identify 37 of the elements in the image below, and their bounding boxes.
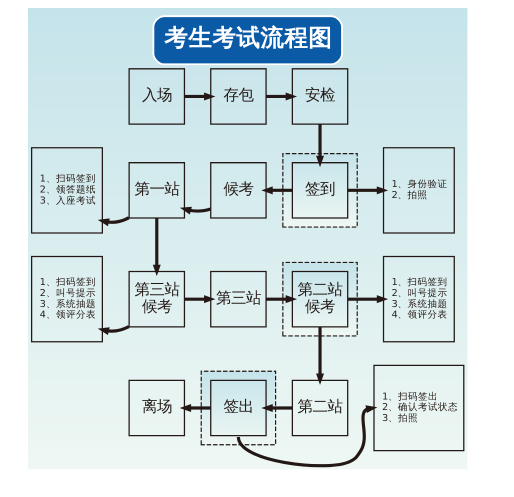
arrow [260,186,292,194]
node-box: 签出 [210,380,266,436]
arrow [236,405,377,468]
node-box: 存包 [210,68,266,125]
diagram-title: 考生考试流程图 [164,24,332,52]
arrow [184,92,215,100]
node-box: 第二站 [291,380,348,436]
arrow [266,92,297,100]
arrow [260,404,292,412]
arrow [266,295,297,304]
node-box: 1、扫码签到 2、叫号提示 3、系统抽题 4、领评分表 [382,256,454,342]
node-box: 第二站候考 [291,270,348,328]
node-box: 第一站 [128,162,185,219]
arrow [316,327,324,385]
arrow [179,206,211,214]
arrow [184,295,215,304]
node-box: 第三站候考 [128,270,185,328]
arrow [316,124,324,168]
arrow [97,325,129,336]
node-box: 第三站 [210,270,266,328]
node-box: 离场 [128,380,185,436]
arrow [347,186,388,194]
node-box: 安检 [291,68,348,125]
node-box: 签到 [291,162,348,219]
cluster [282,262,358,336]
arrow [179,404,210,412]
node-box: 1、扫码签出 2、确认考试状态 3、拍照 [372,364,464,452]
node-box: 1、身份验证 2、拍照 [382,147,454,234]
arrow [97,216,129,226]
cluster [200,370,276,446]
arrow [347,295,388,304]
node-box: 入场 [128,68,185,125]
cluster [282,153,358,228]
arrow [152,218,160,276]
node-box: 1、扫码签到 2、领答题纸 3、入座考试 [30,147,102,234]
node-box: 1、扫码签到 2、叫号提示 3、系统抽题 4、领评分表 [30,256,102,342]
node-box: 候考 [210,162,266,219]
